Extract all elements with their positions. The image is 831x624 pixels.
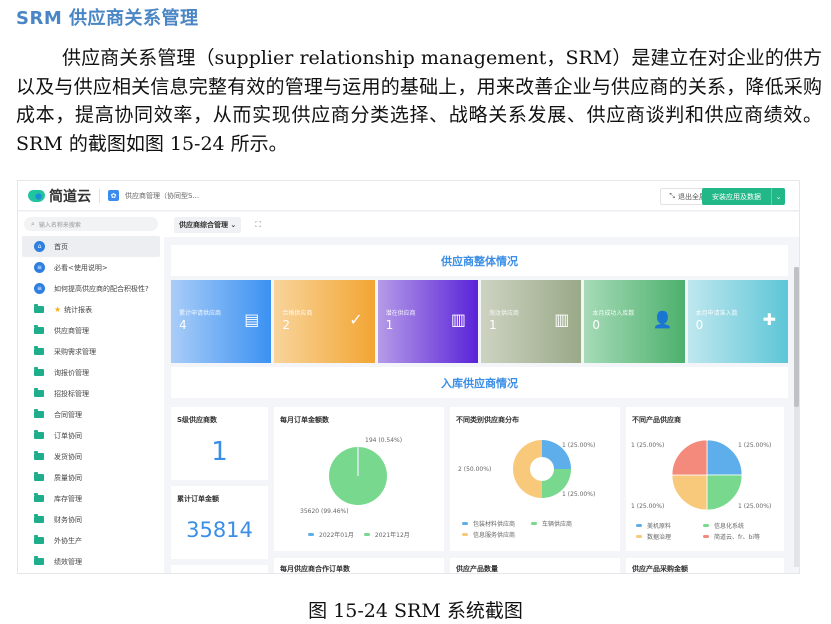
dashboard-toolbar: 供应商综合管理 ⌄ ⛶ [164, 212, 799, 237]
product-supplier-pie[interactable] [671, 439, 743, 511]
top-bar: 简道云 ✿ 供应商管理（协同型S... ⤡ 退出全屏 安装应用及数据 ⌄ [18, 181, 799, 211]
srm-screenshot: 简道云 ✿ 供应商管理（协同型S... ⤡ 退出全屏 安装应用及数据 ⌄ ⌕ 输… [17, 180, 800, 574]
section-title-overall: 供应商整体情况 [171, 245, 788, 276]
home-icon: ⌂ [34, 241, 45, 252]
sidebar-item[interactable]: 质量协同 [22, 467, 160, 488]
divider [99, 188, 100, 203]
folder-icon [34, 325, 44, 334]
sidebar: ⌕ 输入名称来搜索 ⌂首页≡必看<使用说明>≡如何提高供应商的配合积极性?★统计… [18, 212, 164, 573]
sidebar-item[interactable]: ≡必看<使用说明> [22, 257, 160, 278]
panel-product-supplier: 不同产品供应商 1 (25.00%) 1 (25.00%) 1 (25.00%)… [626, 407, 784, 551]
sidebar-item[interactable]: 供应商管理 [22, 320, 160, 341]
document-icon: ≡ [34, 262, 45, 273]
folder-icon [34, 367, 44, 376]
sidebar-item[interactable]: 外协生产 [22, 530, 160, 551]
sidebar-item[interactable]: 订单协同 [22, 425, 160, 446]
brand-logo[interactable]: 简道云 [28, 186, 91, 206]
folder-icon [34, 514, 44, 523]
folder-icon [34, 556, 44, 565]
sidebar-item[interactable]: ★统计报表 [22, 299, 160, 320]
clipboard-icon: ▤ [244, 310, 260, 329]
monthly-amount-pie[interactable] [327, 445, 389, 507]
search-input[interactable]: ⌕ 输入名称来搜索 [24, 217, 158, 231]
total-amount-value: 35814 [186, 518, 253, 542]
folder-icon [34, 346, 44, 355]
s-level-count: 1 [211, 437, 228, 467]
dashboard-selector[interactable]: 供应商综合管理 ⌄ [174, 216, 242, 233]
cloud-logo-icon [28, 189, 45, 202]
columns-icon: ▥ [554, 310, 570, 329]
install-button-group: 安装应用及数据 ⌄ [702, 188, 785, 205]
scrollbar-track[interactable] [794, 267, 799, 567]
sidebar-item[interactable]: 招投标管理 [22, 383, 160, 404]
folder-icon [34, 535, 44, 544]
sidebar-item[interactable]: 库存管理 [22, 488, 160, 509]
app-icon: ✿ [108, 190, 119, 201]
star-icon: ★ [54, 305, 62, 314]
user-icon: 👤 [652, 310, 673, 329]
sidebar-item[interactable]: 询报价管理 [22, 362, 160, 383]
app-title[interactable]: 供应商管理（协同型S... [125, 191, 200, 200]
scrollbar-thumb[interactable] [794, 267, 799, 407]
folder-icon [34, 430, 44, 439]
document-icon: ≡ [34, 283, 45, 294]
section-heading: SRM 供应商关系管理 [16, 8, 199, 29]
sidebar-item[interactable]: ≡如何提高供应商的配合积极性? [22, 278, 160, 299]
sidebar-item[interactable]: 绩效管理 [22, 551, 160, 572]
panel-product-count: 供应产品数量 [450, 558, 620, 573]
folder-icon [34, 472, 44, 481]
panel-s-level: S级供应商数 1 [171, 407, 268, 480]
sidebar-item[interactable]: 财务协同 [22, 509, 160, 530]
collapse-icon: ⤡ [669, 192, 675, 200]
panel-total-amount: 累计订单金额 35814 [171, 486, 268, 559]
folder-icon [34, 493, 44, 502]
sidebar-item[interactable]: 发货协同 [22, 446, 160, 467]
sidebar-item[interactable]: 合同管理 [22, 404, 160, 425]
sidebar-item[interactable]: ⌂首页 [22, 236, 160, 257]
folder-icon [34, 409, 44, 418]
body-paragraph: 供应商关系管理（supplier relationship management… [16, 47, 822, 155]
brand-name: 简道云 [49, 188, 91, 205]
panel-category-dist: 不同类别供应商分布 1 (25.00%) 1 (25.00%) 2 (50.00… [450, 407, 620, 551]
sidebar-item[interactable]: 采购需求管理 [22, 341, 160, 362]
bookmark-check-icon: ✓ [349, 310, 363, 329]
columns-icon: ▥ [450, 310, 466, 329]
panel-product-amount: 供应产品采购金额 [626, 558, 784, 573]
folder-icon [34, 388, 44, 397]
install-app-button[interactable]: 安装应用及数据 [702, 188, 771, 205]
chevron-down-icon[interactable]: ⌄ [771, 188, 785, 205]
section-title-stocked: 入库供应商情况 [171, 367, 788, 398]
panel-monthly-coop: 每月供应商合作订单数 [274, 558, 444, 573]
folder-icon [34, 304, 44, 313]
panel-monthly-amount: 每月订单金额数 194 (0.54%) 35620 (99.46%) 2022年… [274, 407, 444, 551]
panel-placeholder [171, 565, 268, 573]
folder-icon [34, 451, 44, 460]
puzzle-icon: ✚ [762, 310, 776, 329]
search-icon: ⌕ [31, 219, 35, 228]
fullscreen-icon[interactable]: ⛶ [255, 219, 261, 229]
category-donut-chart[interactable] [512, 439, 572, 499]
figure-caption: 图 15-24 SRM 系统截图 [308, 600, 523, 622]
